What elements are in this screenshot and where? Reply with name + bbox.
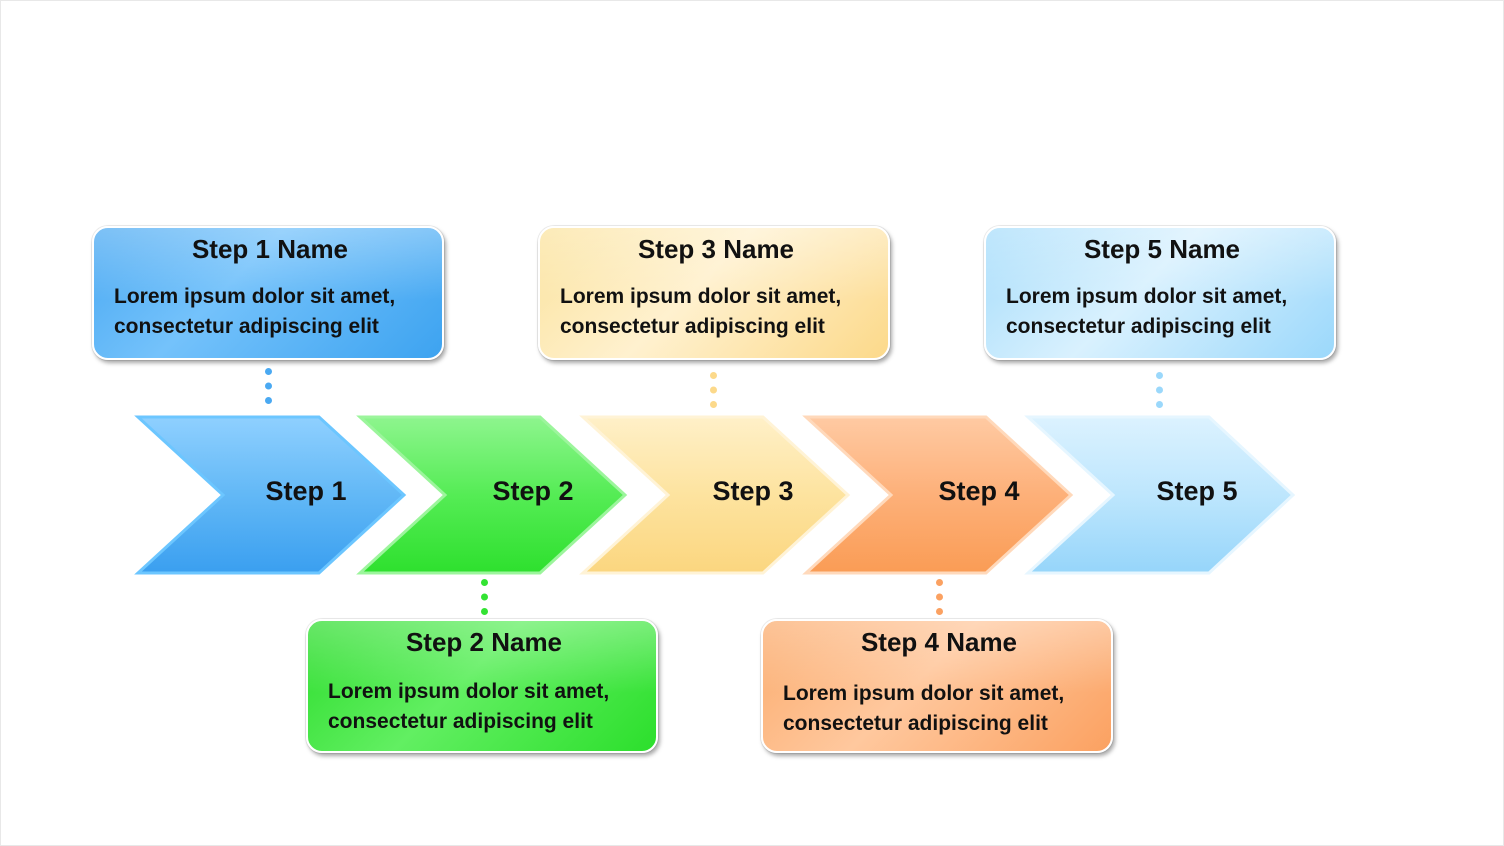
description-line: Lorem ipsum dolor sit amet, [1006, 285, 1288, 308]
connector-step-3 [710, 372, 724, 408]
callout-step-4: Step 4 Name Lorem ipsum dolor sit amet, … [761, 619, 1113, 753]
description-line: Lorem ipsum dolor sit amet, [328, 680, 610, 703]
chevron-step-1: Step 1 [134, 415, 407, 575]
description-line: consectetur adipiscing elit [328, 710, 593, 733]
chevron-label: Step 4 [938, 476, 1019, 506]
description-line: consectetur adipiscing elit [1006, 315, 1271, 338]
description-line: consectetur adipiscing elit [114, 315, 379, 338]
step-name: Step 5 Name [1083, 234, 1241, 264]
connector-step-4 [936, 579, 950, 615]
step-description: Lorem ipsum dolor sit amet, consectetur … [560, 282, 874, 342]
chevron-step-5: Step 5 [1024, 415, 1296, 575]
description-line: Lorem ipsum dolor sit amet, [114, 285, 396, 308]
connector-step-5 [1156, 372, 1170, 408]
chevron-label: Step 5 [1156, 476, 1237, 506]
connector-step-1 [265, 368, 279, 404]
callout-step-5: Step 5 Name Lorem ipsum dolor sit amet, … [984, 226, 1336, 360]
description-line: Lorem ipsum dolor sit amet, [783, 682, 1065, 705]
callout-step-1: Step 1 Name Lorem ipsum dolor sit amet, … [92, 226, 444, 360]
chevron-step-4: Step 4 [802, 415, 1074, 575]
step-name: Step 2 Name [405, 627, 563, 657]
chevron-label: Step 3 [712, 476, 793, 506]
step-description: Lorem ipsum dolor sit amet, consectetur … [1006, 282, 1320, 342]
step-name: Step 1 Name [191, 234, 349, 264]
step-name: Step 4 Name [860, 627, 1018, 657]
chevron-label: Step 1 [265, 476, 346, 506]
step-description: Lorem ipsum dolor sit amet, consectetur … [114, 282, 428, 342]
step-description: Lorem ipsum dolor sit amet, consectetur … [783, 679, 1097, 739]
callout-step-3: Step 3 Name Lorem ipsum dolor sit amet, … [538, 226, 890, 360]
callout-step-2: Step 2 Name Lorem ipsum dolor sit amet, … [306, 619, 658, 753]
connector-step-2 [481, 579, 495, 615]
description-line: Lorem ipsum dolor sit amet, [560, 285, 842, 308]
step-name: Step 3 Name [637, 234, 795, 264]
description-line: consectetur adipiscing elit [560, 315, 825, 338]
step-description: Lorem ipsum dolor sit amet, consectetur … [328, 677, 642, 737]
chevron-label: Step 2 [492, 476, 573, 506]
chevron-step-2: Step 2 [356, 415, 628, 575]
description-line: consectetur adipiscing elit [783, 712, 1048, 735]
chevron-step-3: Step 3 [579, 415, 851, 575]
